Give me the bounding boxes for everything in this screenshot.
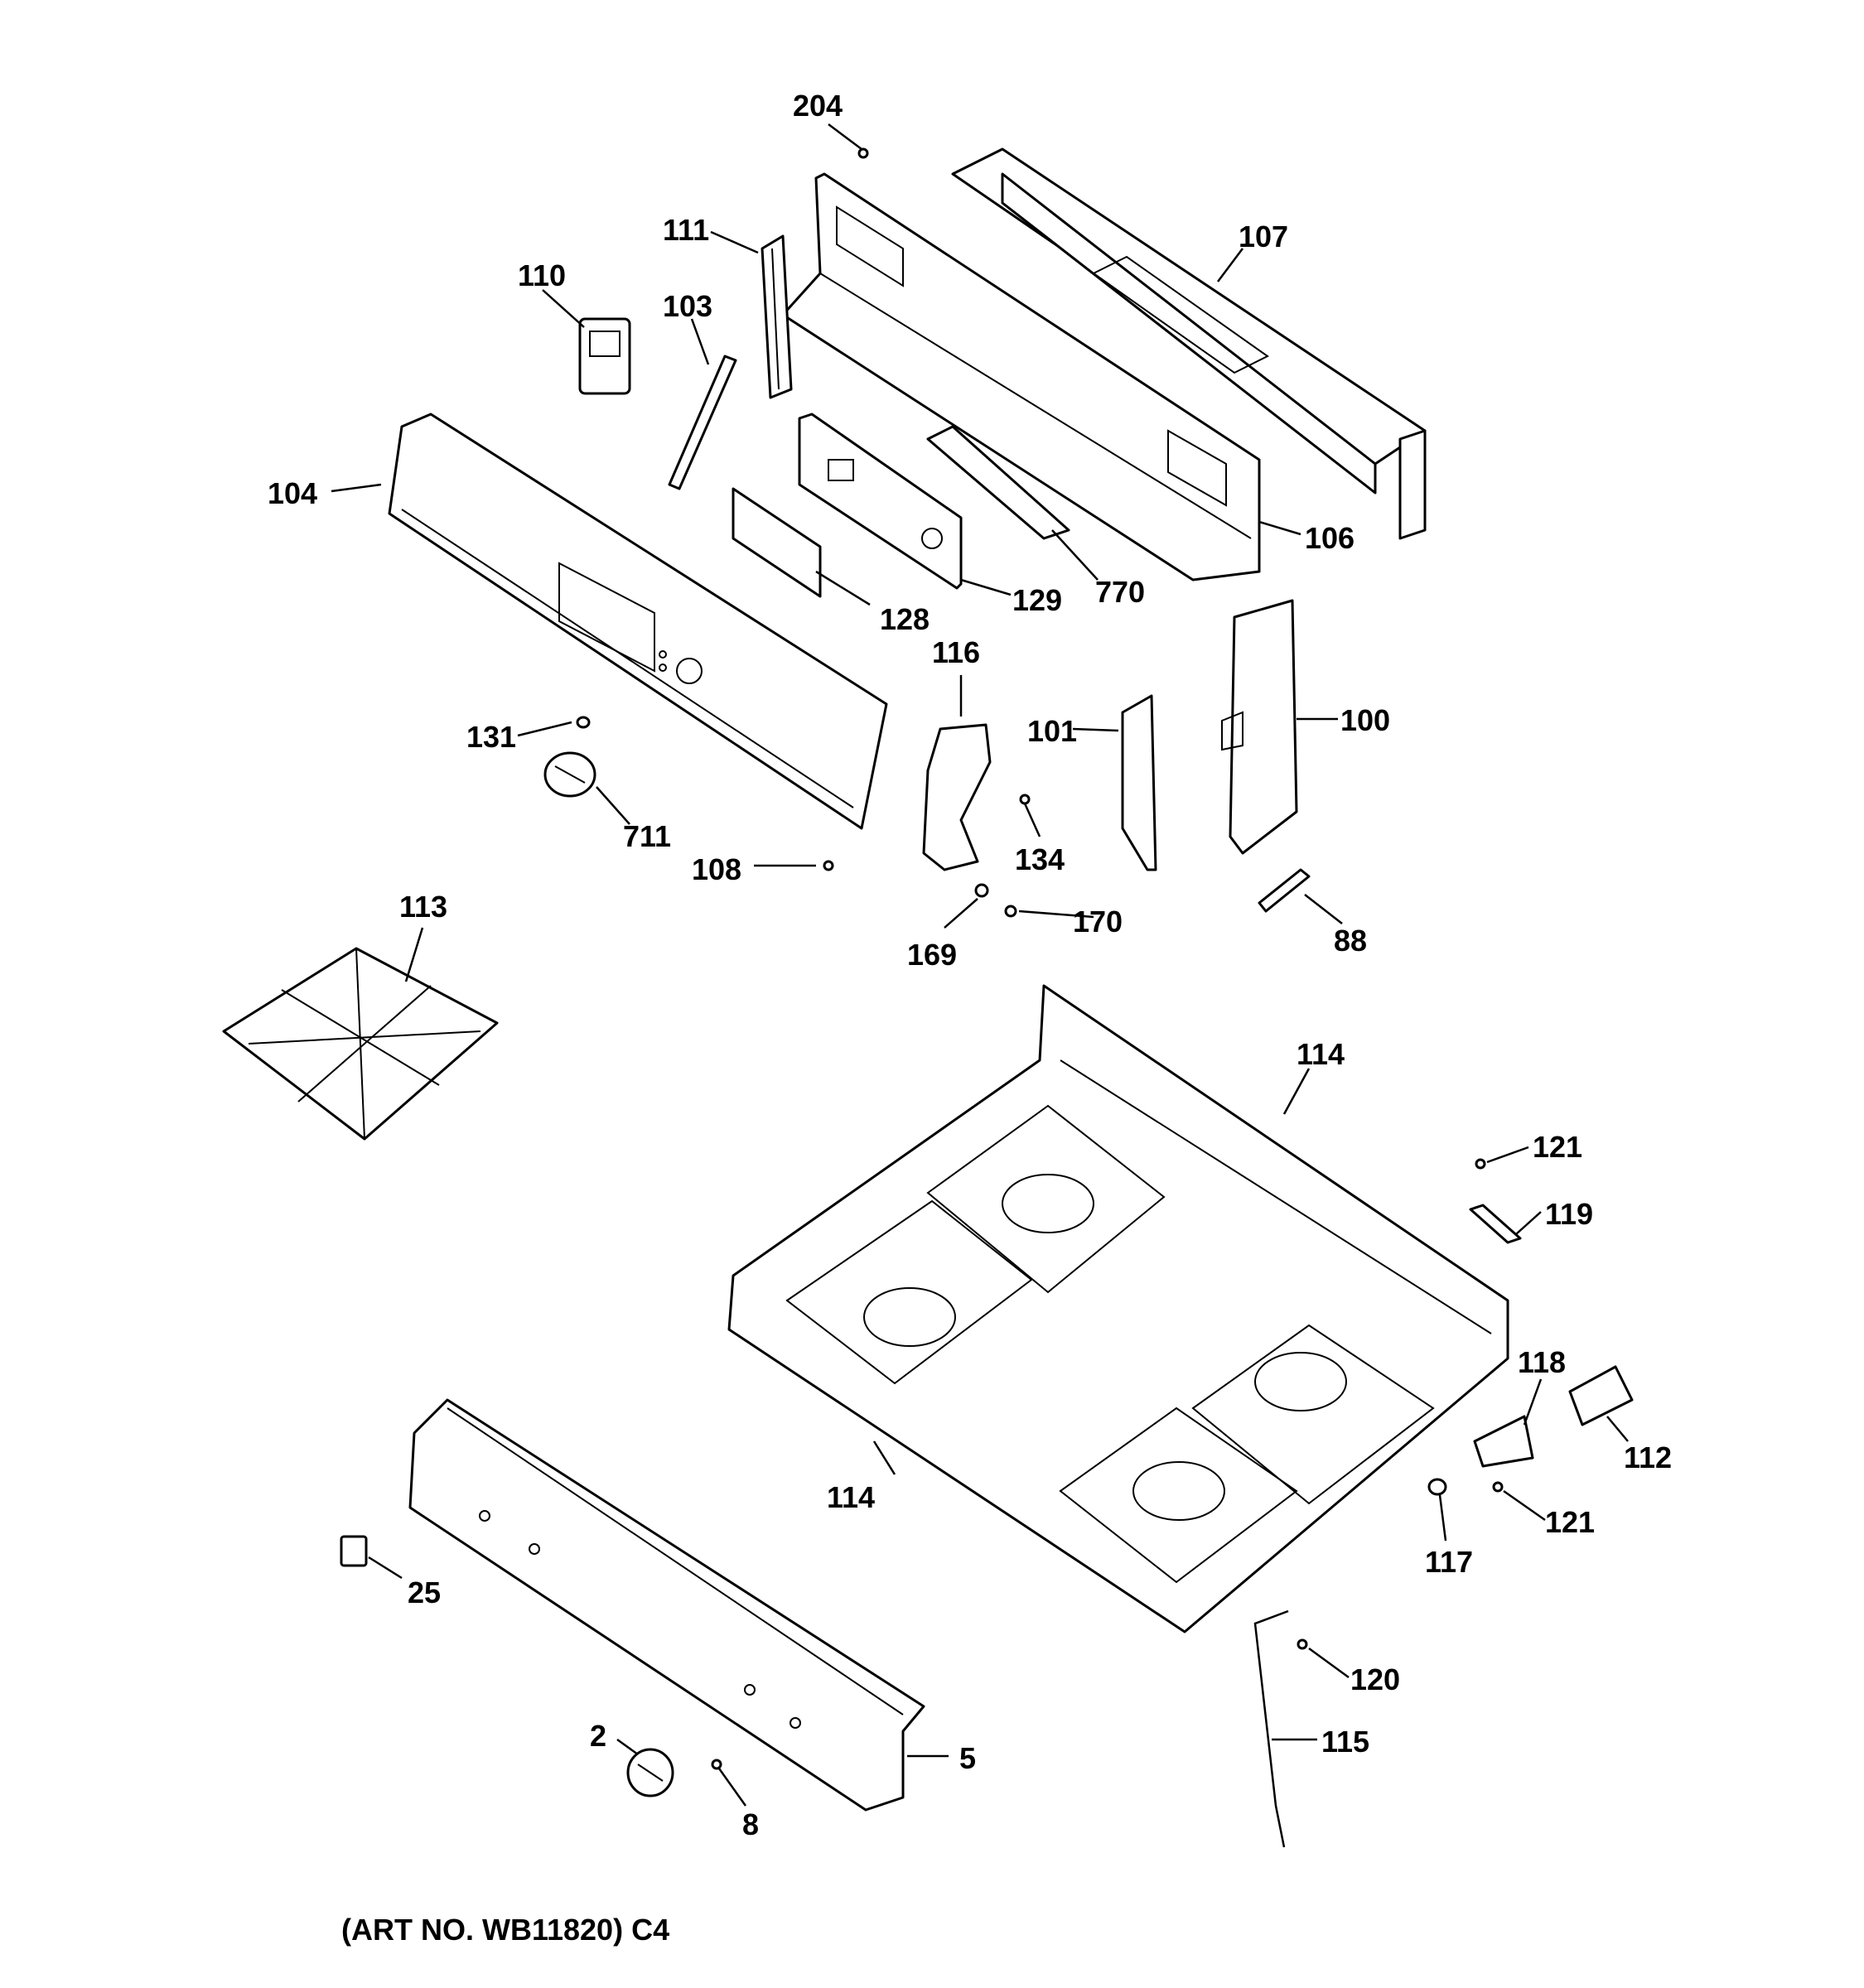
callout-106: 106 xyxy=(1305,521,1355,555)
part-2-knob xyxy=(626,1748,674,1797)
screws xyxy=(711,147,1504,1770)
callout-labels: 204 107 111 110 103 104 106 770 129 128 … xyxy=(268,89,1672,1841)
part-106-back-panel xyxy=(781,172,1261,581)
callout-119: 119 xyxy=(1545,1197,1593,1231)
callout-88: 88 xyxy=(1334,924,1367,958)
leader-lines xyxy=(331,123,1629,1807)
callout-120: 120 xyxy=(1350,1662,1400,1696)
part-5-manifold-panel xyxy=(408,1398,925,1812)
callout-114-bottom: 114 xyxy=(827,1480,875,1514)
callout-111: 111 xyxy=(663,213,709,247)
part-100-side-panel xyxy=(1221,599,1298,855)
part-112-part xyxy=(1568,1365,1634,1426)
callout-770: 770 xyxy=(1095,575,1145,609)
part-117-nut xyxy=(1427,1478,1447,1496)
part-111-bracket xyxy=(761,234,793,399)
callout-110: 110 xyxy=(518,258,566,292)
art-number-caption: (ART NO. WB11820) C4 xyxy=(341,1913,669,1947)
callout-114-top: 114 xyxy=(1297,1037,1345,1071)
callout-107: 107 xyxy=(1239,220,1288,253)
part-101-bracket xyxy=(1121,694,1157,871)
callout-711: 711 xyxy=(623,819,671,853)
callout-113: 113 xyxy=(399,890,447,924)
callout-128: 128 xyxy=(880,602,930,636)
part-129-control-board xyxy=(798,413,963,590)
part-88 xyxy=(1258,868,1311,913)
part-118-bracket xyxy=(1473,1415,1534,1468)
callout-121-bottom: 121 xyxy=(1545,1505,1595,1539)
callout-169: 169 xyxy=(907,938,957,972)
part-25 xyxy=(340,1535,368,1567)
part-116 xyxy=(922,723,992,871)
callout-104: 104 xyxy=(268,476,317,510)
callout-115: 115 xyxy=(1321,1725,1369,1759)
callout-100: 100 xyxy=(1340,703,1390,737)
callout-117: 117 xyxy=(1425,1545,1473,1579)
callout-103: 103 xyxy=(663,289,712,323)
part-107-top-cover xyxy=(951,147,1427,540)
callout-25: 25 xyxy=(408,1575,441,1609)
part-113-grate xyxy=(222,947,499,1141)
part-119-bracket xyxy=(1469,1204,1522,1244)
callout-101: 101 xyxy=(1027,714,1077,748)
callout-131: 131 xyxy=(466,720,516,754)
callout-116: 116 xyxy=(932,635,980,669)
callout-118: 118 xyxy=(1518,1345,1566,1379)
part-114-cooktop xyxy=(727,984,1509,1633)
part-131-knob-pin xyxy=(576,716,591,729)
callout-2: 2 xyxy=(590,1719,606,1753)
callout-129: 129 xyxy=(1012,583,1062,617)
callout-5: 5 xyxy=(959,1741,976,1775)
callout-134: 134 xyxy=(1015,842,1065,876)
part-110-switch xyxy=(578,317,631,395)
callout-121-top: 121 xyxy=(1533,1130,1582,1164)
callout-8: 8 xyxy=(742,1807,759,1841)
callout-108: 108 xyxy=(692,852,741,886)
part-770 xyxy=(926,425,1070,540)
part-711-knob xyxy=(543,751,596,798)
part-115-rod xyxy=(1253,1609,1289,1848)
callout-204: 204 xyxy=(793,89,843,123)
part-103-bracket xyxy=(668,355,737,490)
callout-170: 170 xyxy=(1073,905,1123,939)
part-128-overlay xyxy=(732,487,822,598)
part-104-control-panel xyxy=(388,413,888,830)
callout-112: 112 xyxy=(1624,1440,1672,1474)
